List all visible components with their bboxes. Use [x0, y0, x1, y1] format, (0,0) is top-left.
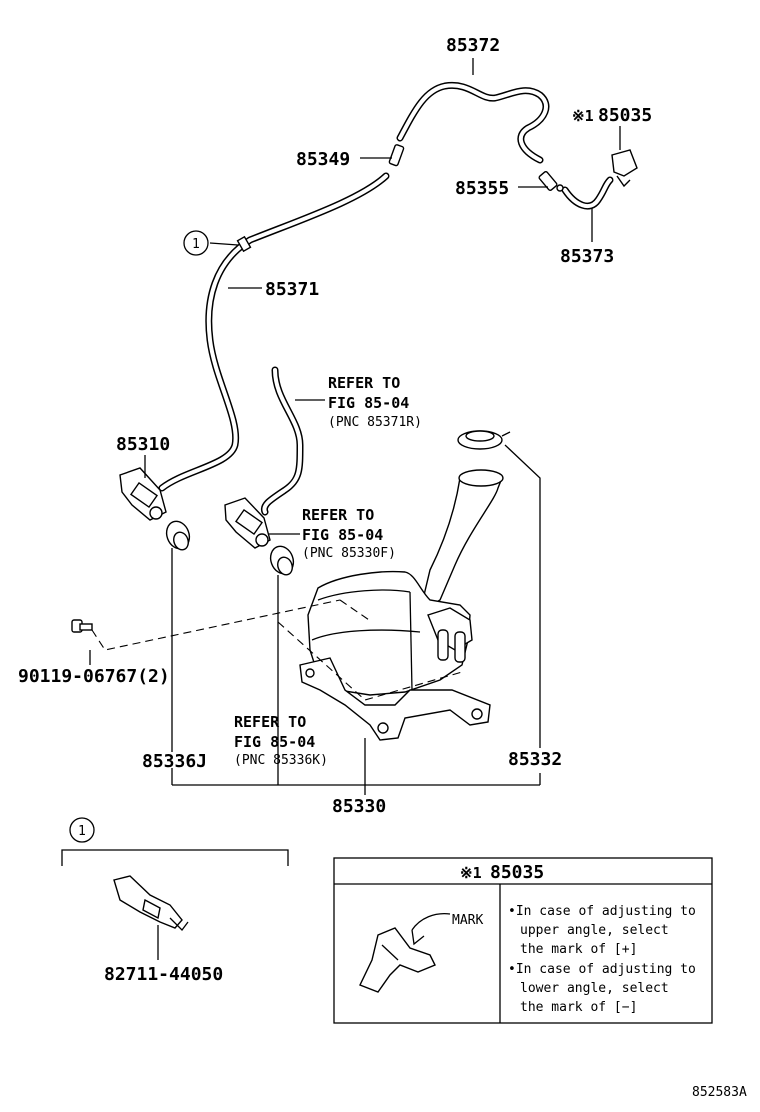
label-85373: 85373: [560, 246, 614, 267]
cap-85332: [457, 430, 511, 450]
svg-text:FIG 85-04: FIG 85-04: [328, 394, 409, 412]
svg-text:(PNC 85336K): (PNC 85336K): [234, 753, 328, 768]
pump-85310: [119, 467, 167, 521]
svg-text:1: 1: [78, 824, 86, 839]
inset-part-number: 85035: [490, 862, 544, 883]
hose-85373: [561, 176, 614, 210]
refer-note-85330f: REFER TO FIG 85-04 (PNC 85330F): [302, 506, 396, 561]
connector-85349: [388, 144, 405, 167]
label-85330: 85330: [332, 796, 386, 817]
instruction-line-6: the mark of [−]: [520, 1000, 637, 1015]
label-82711: 82711-44050: [104, 964, 223, 985]
bolt-90119: [71, 619, 93, 633]
label-85371: 85371: [265, 279, 319, 300]
circle-1-detail: 1 82711-44050: [61, 817, 289, 985]
hose-85372: [396, 81, 550, 164]
label-85372: 85372: [446, 35, 500, 56]
hose-85371: [158, 172, 390, 492]
connector-85355: [538, 171, 564, 192]
instruction-line-5: lower angle, select: [520, 981, 669, 996]
instruction-line-2: upper angle, select: [520, 923, 669, 938]
inset-border: [333, 857, 713, 1024]
circle-1-callout: 1: [183, 230, 209, 256]
label-85035: 85035: [598, 105, 652, 126]
tank-85330: [299, 469, 504, 741]
svg-text:REFER TO: REFER TO: [328, 374, 400, 392]
svg-text:REFER TO: REFER TO: [302, 506, 374, 524]
mark-arrow: [411, 912, 451, 931]
mark-label: MARK: [452, 913, 483, 928]
leader-circle1: [209, 242, 239, 246]
circle-1-text: 1: [192, 237, 200, 252]
instruction-line-3: the mark of [+]: [520, 942, 637, 957]
hose-clamp: [236, 235, 252, 253]
label-85355: 85355: [455, 178, 509, 199]
refer-note-85336k: REFER TO FIG 85-04 (PNC 85336K): [234, 713, 328, 768]
svg-text:FIG 85-04: FIG 85-04: [302, 526, 383, 544]
svg-text:REFER TO: REFER TO: [234, 713, 306, 731]
label-90119: 90119-06767(2): [18, 666, 170, 687]
leader-85332: [504, 444, 541, 748]
inset-nozzle-drawing: [359, 912, 451, 993]
label-85336j: 85336J: [142, 751, 207, 772]
refer-note-85371r: REFER TO FIG 85-04 (PNC 85371R): [328, 374, 422, 430]
label-85332: 85332: [508, 749, 562, 770]
clip-82711: [113, 875, 189, 931]
figure-code: 852583A: [692, 1085, 747, 1100]
nozzle-85035: [611, 149, 638, 188]
pump-85330f: [224, 497, 271, 549]
inset-ref-mark: ※1: [460, 864, 482, 882]
detail-bracket: [61, 849, 289, 866]
svg-text:(PNC 85371R): (PNC 85371R): [328, 415, 422, 430]
grommet-85336k: [269, 545, 295, 576]
instruction-line-4: •In case of adjusting to: [508, 962, 696, 977]
inset-box-85035: ※1 85035 MARK •In case of adjusting to u…: [333, 857, 713, 1024]
label-85310: 85310: [116, 434, 170, 455]
grommet-85336j: [165, 520, 191, 551]
bolt-dash-line: [91, 599, 341, 651]
hose-85371r: [260, 366, 304, 516]
svg-text:(PNC 85330F): (PNC 85330F): [302, 546, 396, 561]
instruction-line-1: •In case of adjusting to: [508, 904, 696, 919]
ref-mark-1: ※1: [572, 107, 594, 125]
svg-text:FIG 85-04: FIG 85-04: [234, 733, 315, 751]
label-85349: 85349: [296, 149, 350, 170]
